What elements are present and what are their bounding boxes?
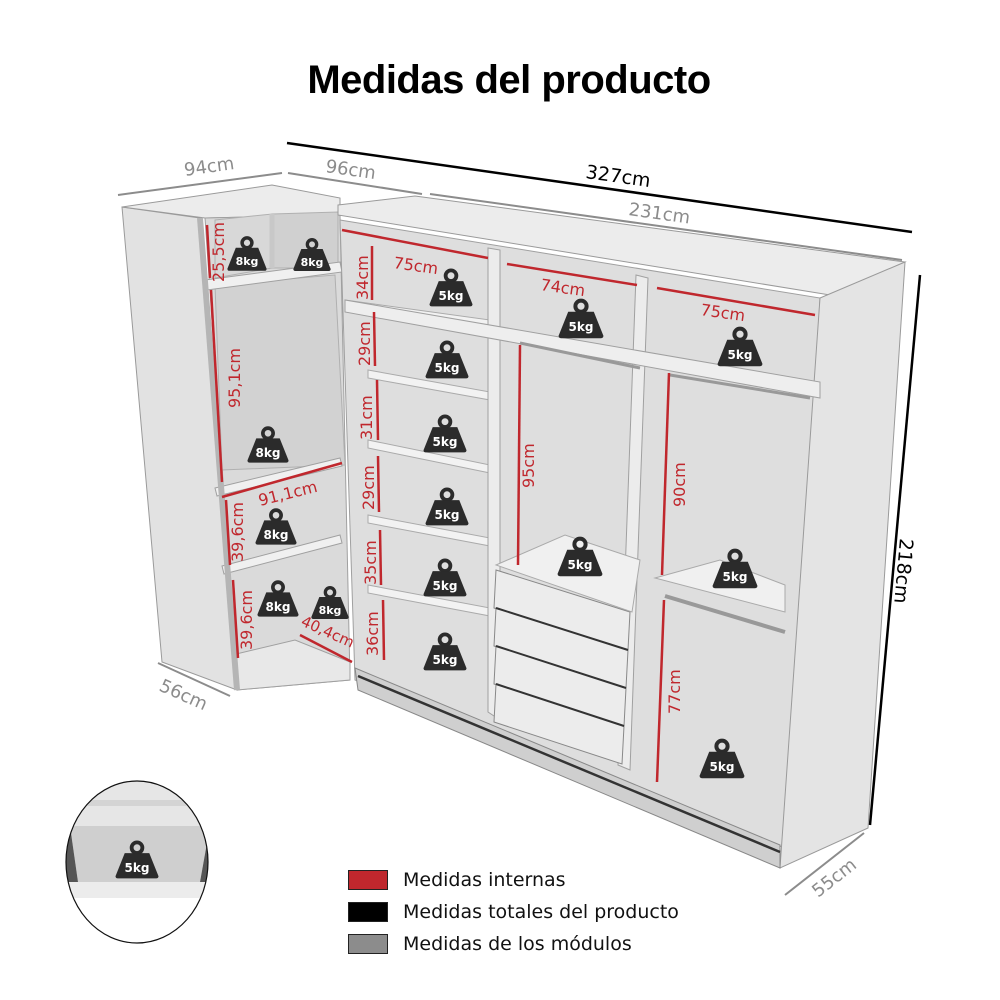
svg-text:29cm: 29cm [359,465,378,510]
svg-text:8kg: 8kg [264,528,289,542]
page-title: Medidas del producto [307,58,711,102]
svg-text:5kg: 5kg [435,508,460,522]
svg-text:25,5cm: 25,5cm [209,222,228,282]
legend: Medidas internas Medidas totales del pro… [348,864,679,960]
weight-icons: 8kg 8kg 8kg 8kg 8kg 8kg 5kg 5kg 5kg 5kg … [226,236,763,779]
weight-icon: 5kg [559,301,604,339]
svg-text:231cm: 231cm [627,199,691,228]
svg-text:56cm: 56cm [156,675,211,715]
legend-item-module: Medidas de los módulos [348,928,679,960]
weight-icon: 5kg [114,840,160,880]
total-height-label: 218cm [889,538,917,605]
svg-text:90cm: 90cm [670,462,689,507]
svg-text:94cm: 94cm [183,153,236,181]
svg-text:39,6cm: 39,6cm [237,590,256,650]
svg-text:5kg: 5kg [569,320,594,334]
legend-swatch-gray [348,934,388,954]
weight-icon: 5kg [428,268,474,308]
weight-icon: 8kg [254,508,298,546]
weight-icon: 5kg [424,340,470,380]
svg-text:77cm: 77cm [665,669,684,714]
svg-text:5kg: 5kg [433,579,458,593]
svg-text:5kg: 5kg [433,653,458,667]
main-module [337,195,907,869]
svg-text:8kg: 8kg [236,255,259,268]
svg-text:55cm: 55cm [808,854,861,902]
svg-text:31cm: 31cm [357,395,376,440]
weight-icon: 5kg [422,414,468,454]
drawers [493,569,631,765]
weight-icon: 5kg [558,539,603,577]
weight-icon: 5kg [422,632,468,672]
svg-text:5kg: 5kg [728,348,753,362]
svg-text:36cm: 36cm [363,611,382,656]
svg-text:39,6cm: 39,6cm [228,502,247,562]
corner-module [121,184,351,691]
total-dimensions: 327cm 218cm [286,141,922,826]
svg-text:8kg: 8kg [266,600,291,614]
weight-icon: 5kg [713,551,758,589]
drawer-detail-inset: 5kg [65,780,209,944]
svg-text:5kg: 5kg [568,558,593,572]
svg-text:8kg: 8kg [319,604,342,617]
weight-icon: 8kg [226,236,268,272]
weight-icon: 8kg [256,580,300,618]
svg-text:5kg: 5kg [723,570,748,584]
weight-icon: 5kg [700,741,745,779]
svg-text:5kg: 5kg [439,289,464,303]
svg-text:5kg: 5kg [125,861,150,875]
legend-swatch-black [348,902,388,922]
svg-text:95,1cm: 95,1cm [225,348,244,408]
weight-icon: 8kg [310,586,350,620]
weight-icon: 8kg [246,426,290,464]
svg-text:95cm: 95cm [519,443,538,488]
legend-item-internal: Medidas internas [348,864,679,896]
svg-text:5kg: 5kg [435,361,460,375]
svg-text:29cm: 29cm [355,321,374,366]
weight-icon: 5kg [424,487,470,527]
legend-item-total: Medidas totales del producto [348,896,679,928]
weight-icon: 8kg [292,238,332,272]
svg-text:5kg: 5kg [710,760,735,774]
svg-text:34cm: 34cm [353,255,372,300]
svg-text:35cm: 35cm [361,540,380,585]
weight-icon: 5kg [718,329,763,367]
svg-text:5kg: 5kg [433,435,458,449]
weight-icon: 5kg [422,558,468,598]
svg-text:8kg: 8kg [301,256,324,269]
svg-text:8kg: 8kg [256,446,281,460]
legend-swatch-red [348,870,388,890]
